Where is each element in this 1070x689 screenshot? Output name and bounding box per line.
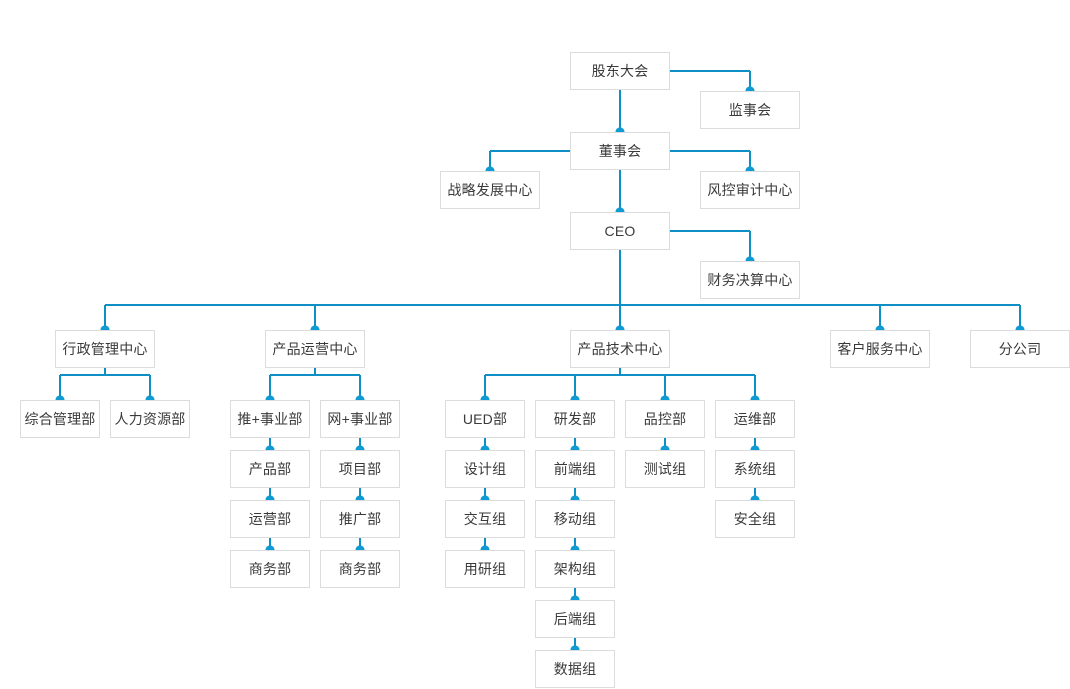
org-node-test-group[interactable]: 测试组 (625, 450, 705, 488)
org-node-security-group[interactable]: 安全组 (715, 500, 795, 538)
org-node-customer-service-center[interactable]: 客户服务中心 (830, 330, 930, 368)
org-node-mobile-group[interactable]: 移动组 (535, 500, 615, 538)
org-node-project-dept[interactable]: 项目部 (320, 450, 400, 488)
org-node-product-tech-center[interactable]: 产品技术中心 (570, 330, 670, 368)
org-node-product-ops-center[interactable]: 产品运营中心 (265, 330, 365, 368)
org-node-finance[interactable]: 财务决算中心 (700, 261, 800, 299)
org-node-strategy[interactable]: 战略发展中心 (440, 171, 540, 209)
org-node-branch-company[interactable]: 分公司 (970, 330, 1070, 368)
org-node-ued-dept[interactable]: UED部 (445, 400, 525, 438)
org-node-board[interactable]: 董事会 (570, 132, 670, 170)
org-node-ops-maint-dept[interactable]: 运维部 (715, 400, 795, 438)
org-node-shareholders[interactable]: 股东大会 (570, 52, 670, 90)
org-node-rnd-dept[interactable]: 研发部 (535, 400, 615, 438)
org-node-user-research-group[interactable]: 用研组 (445, 550, 525, 588)
org-node-design-group[interactable]: 设计组 (445, 450, 525, 488)
org-node-qa-dept[interactable]: 品控部 (625, 400, 705, 438)
org-node-admin-center[interactable]: 行政管理中心 (55, 330, 155, 368)
org-node-data-group[interactable]: 数据组 (535, 650, 615, 688)
org-node-business-dept-2[interactable]: 商务部 (320, 550, 400, 588)
org-node-business-dept-1[interactable]: 商务部 (230, 550, 310, 588)
org-node-architecture-group[interactable]: 架构组 (535, 550, 615, 588)
org-node-frontend-group[interactable]: 前端组 (535, 450, 615, 488)
org-node-product-dept[interactable]: 产品部 (230, 450, 310, 488)
org-node-system-group[interactable]: 系统组 (715, 450, 795, 488)
org-node-ceo[interactable]: CEO (570, 212, 670, 250)
org-node-hr[interactable]: 人力资源部 (110, 400, 190, 438)
org-node-general-admin[interactable]: 综合管理部 (20, 400, 100, 438)
org-node-promo-dept[interactable]: 推广部 (320, 500, 400, 538)
org-node-ops-dept[interactable]: 运营部 (230, 500, 310, 538)
org-node-supervisors[interactable]: 监事会 (700, 91, 800, 129)
org-node-interaction-group[interactable]: 交互组 (445, 500, 525, 538)
org-node-risk-audit[interactable]: 风控审计中心 (700, 171, 800, 209)
org-node-tui-bu[interactable]: 推+事业部 (230, 400, 310, 438)
org-node-wang-bu[interactable]: 网+事业部 (320, 400, 400, 438)
org-node-backend-group[interactable]: 后端组 (535, 600, 615, 638)
